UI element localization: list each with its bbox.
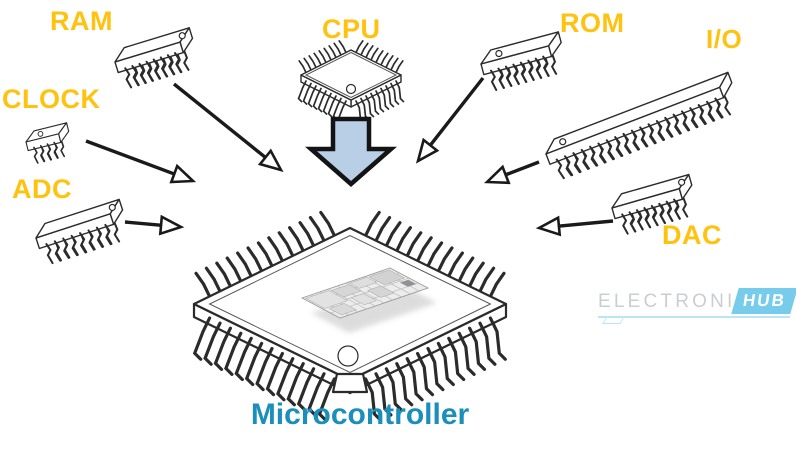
label-dac: DAC (662, 220, 722, 250)
adc-chip-icon (35, 198, 124, 265)
label-cpu: CPU (322, 14, 381, 44)
silicon-die-icon (300, 267, 437, 333)
label-rom: ROM (560, 8, 625, 38)
microcontroller-chip-icon (192, 210, 508, 422)
dac-chip-icon (611, 173, 693, 235)
electronics-hub-logo: ELECTRONICS HUB (596, 288, 796, 328)
logo-underline (598, 316, 790, 318)
arrow-cpu-to-mcu (305, 116, 397, 187)
logo-text-hub: HUB (741, 291, 788, 310)
logo-tab-decoration (602, 318, 624, 324)
clock-chip-icon (25, 122, 70, 164)
logo-text-electronics: ELECTRONICS (598, 291, 769, 312)
arrow-io-to-mcu (483, 160, 540, 185)
arrow-clock-to-mcu (85, 139, 197, 184)
arrow-ram-to-mcu (172, 82, 284, 173)
label-clock: CLOCK (2, 84, 101, 114)
label-microcontroller: Microcontroller (250, 398, 470, 431)
arrow-rom-to-mcu (415, 76, 485, 164)
cpu-chip-icon (297, 40, 405, 123)
label-io: I/O (706, 24, 743, 54)
label-ram: RAM (50, 6, 113, 36)
logo-hub-badge: HUB (731, 288, 796, 314)
label-adc: ADC (12, 174, 72, 204)
io-chip-icon (545, 71, 733, 180)
rom-chip-icon (480, 31, 562, 91)
arrow-adc-to-mcu (124, 214, 185, 236)
ram-chip-icon (114, 27, 194, 89)
arrow-dac-to-mcu (535, 215, 614, 237)
